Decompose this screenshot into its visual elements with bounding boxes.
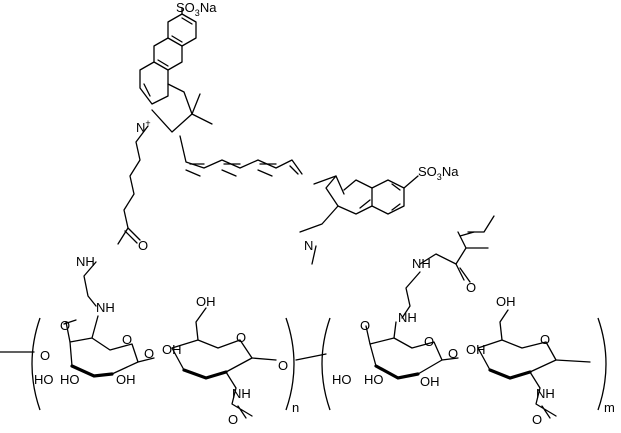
oh-left-c6-label: OH xyxy=(196,294,216,309)
ho-right-glc-label: HO xyxy=(332,372,352,387)
nh-left-acetyl-label: NH xyxy=(232,386,251,401)
hyaluronan-unit-m: NH O NH O O HO HO OH O OH OH O NH O m xyxy=(295,215,615,427)
m-subscript-label: m xyxy=(604,400,615,415)
o-bridge-left-label: O xyxy=(40,348,50,363)
ho-right-c4-label: OH xyxy=(466,342,486,357)
o-glyco-left-label: O xyxy=(144,346,154,361)
right-paren-n-close xyxy=(285,317,295,411)
oh-left-c3-label: OH xyxy=(116,372,136,387)
ho-right-c2-label: HO xyxy=(364,372,384,387)
o-bridge-mid-label: O xyxy=(278,358,288,373)
so3na-right-label: SO3Na xyxy=(418,164,459,182)
ho-left-glc-label: HO xyxy=(34,372,54,387)
n-subscript-label: n xyxy=(292,400,299,415)
o-ring-left1-label: O xyxy=(122,332,132,347)
nh-right-unit-label: NH xyxy=(398,310,417,325)
o-amide-left-label: O xyxy=(60,318,70,333)
so3na-top-label: SO3Na xyxy=(176,0,217,18)
nh-right-acetyl-label: NH xyxy=(536,386,555,401)
oh-right-c6-label: OH xyxy=(496,294,516,309)
right-paren-m-close xyxy=(597,317,607,411)
o-amide-right-label: O xyxy=(360,318,370,333)
nh-linker-label: NH xyxy=(76,254,95,269)
nh-left-unit-label: NH xyxy=(96,300,115,315)
left-paren-n-open xyxy=(31,317,41,411)
n-right-label: N xyxy=(304,238,313,253)
hyaluronan-unit-n: O NH O O HO HO OH O OH OH O NH O O n xyxy=(0,294,299,427)
cyanine-dye: SO3Na N+ SO3Na N O NH xyxy=(76,0,459,307)
ho-left-c4-label: OH xyxy=(162,342,182,357)
oh-right-c3-label: OH xyxy=(420,374,440,389)
left-paren-m-open xyxy=(321,317,331,411)
nh-right-top-label: NH xyxy=(412,256,431,271)
o-ring-right1-label: O xyxy=(424,334,434,349)
o-acetyl-right-label: O xyxy=(532,412,542,427)
o-ring-left2-label: O xyxy=(236,330,246,345)
o-linker-label: O xyxy=(138,238,148,253)
o-glyco-right-label: O xyxy=(448,346,458,361)
o-acetyl-left-label: O xyxy=(228,412,238,427)
ho-left-c2-label: HO xyxy=(60,372,80,387)
o-ring-right2-label: O xyxy=(540,332,550,347)
n-plus-label: N+ xyxy=(136,118,151,135)
o-methacryl-label: O xyxy=(466,280,476,295)
